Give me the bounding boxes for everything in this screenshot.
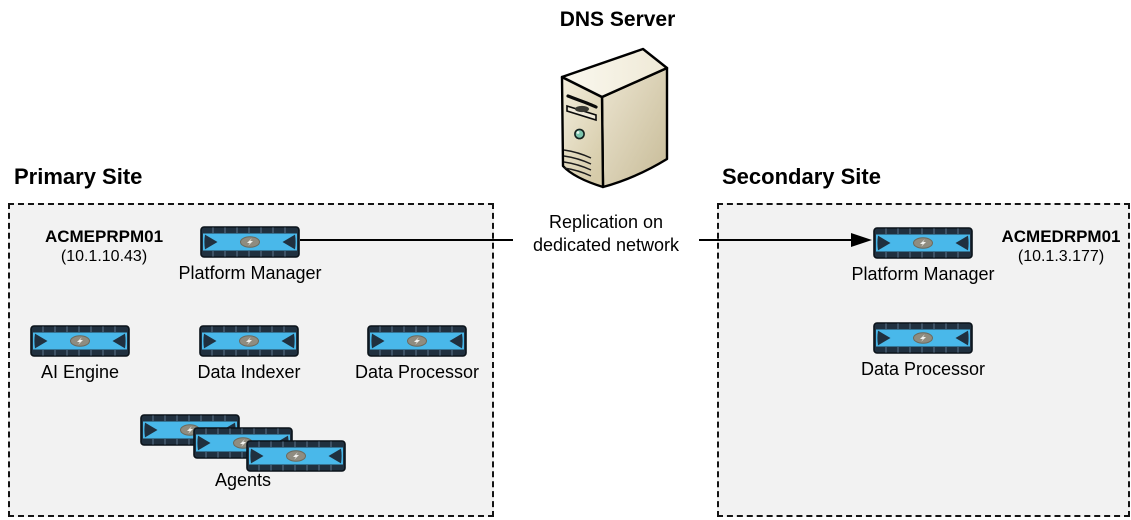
node-data-processor-secondary: Data Processor <box>861 322 985 379</box>
replication-label: Replication on dedicated network <box>513 211 699 257</box>
replication-label-line2: dedicated network <box>532 235 680 255</box>
primary-site-title: Primary Site <box>14 164 143 189</box>
appliance-icon <box>199 325 299 357</box>
primary-host-name: ACMEPRPM01 <box>44 227 164 246</box>
appliance-icon <box>30 325 130 357</box>
tower-server-icon <box>558 46 670 190</box>
node-label: Agents <box>214 470 272 490</box>
node-data-processor-primary: Data Processor <box>355 325 479 382</box>
primary-host-block: ACMEPRPM01 (10.1.10.43) <box>38 227 170 267</box>
node-label: Data Processor <box>860 359 986 379</box>
secondary-host-block: ACMEDRPM01 (10.1.3.177) <box>995 227 1127 267</box>
primary-host-ip: (10.1.10.43) <box>60 248 148 265</box>
node-label: Platform Manager <box>178 263 322 283</box>
node-label: Data Processor <box>354 362 480 382</box>
appliance-icon <box>873 322 973 354</box>
node-label: AI Engine <box>40 362 120 382</box>
node-label: Data Indexer <box>197 362 301 382</box>
replication-arrowhead-icon <box>851 233 872 247</box>
node-data-indexer: Data Indexer <box>197 325 301 382</box>
node-label: Platform Manager <box>851 264 995 284</box>
appliance-icon <box>246 440 346 472</box>
dns-server-label: DNS Server <box>559 8 676 31</box>
secondary-host-ip: (10.1.3.177) <box>1017 248 1105 265</box>
appliance-icon <box>200 226 300 258</box>
appliance-icon <box>873 227 973 259</box>
node-platform-manager-secondary: Platform Manager <box>851 227 995 284</box>
appliance-icon <box>367 325 467 357</box>
replication-label-line1: Replication on <box>548 212 664 232</box>
node-platform-manager-primary: Platform Manager <box>178 226 322 283</box>
node-ai-engine: AI Engine <box>30 325 130 382</box>
secondary-site-title: Secondary Site <box>722 164 881 189</box>
node-agents-stack: Agents <box>140 414 346 490</box>
secondary-host-name: ACMEDRPM01 <box>1001 227 1121 246</box>
